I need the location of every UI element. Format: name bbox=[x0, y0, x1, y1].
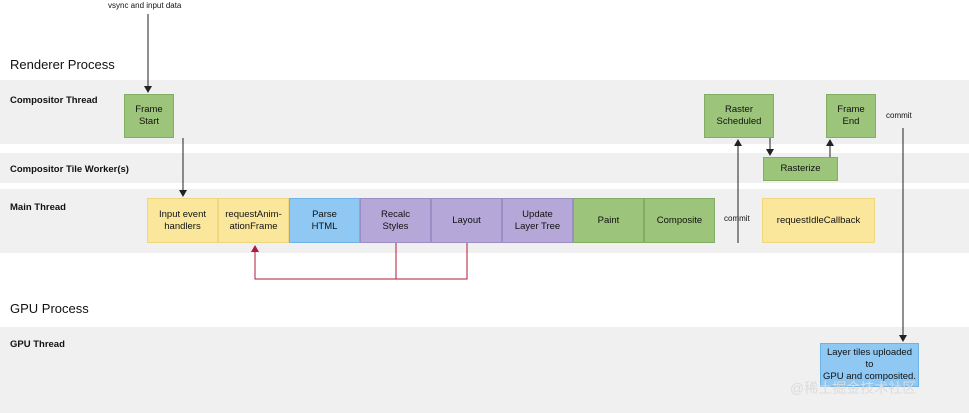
main-thread-label: Main Thread bbox=[10, 202, 66, 213]
frame-start-box: Frame Start bbox=[124, 94, 174, 138]
rasterize-box: Rasterize bbox=[763, 157, 838, 181]
vsync-note: vsync and input data bbox=[108, 1, 182, 10]
paint-box: Paint bbox=[573, 198, 644, 243]
parse-html-box: Parse HTML bbox=[289, 198, 360, 243]
gpu-thread-label: GPU Thread bbox=[10, 339, 65, 350]
input-event-handlers-box: Input event handlers bbox=[147, 198, 218, 243]
renderer-process-title: Renderer Process bbox=[10, 57, 115, 72]
request-animation-frame-box: requestAnim- ationFrame bbox=[218, 198, 289, 243]
layout-box: Layout bbox=[431, 198, 502, 243]
raster-scheduled-box: Raster Scheduled bbox=[704, 94, 774, 138]
tile-worker-label: Compositor Tile Worker(s) bbox=[10, 164, 129, 175]
commit-note-mid: commit bbox=[724, 214, 750, 223]
gpu-thread-band bbox=[0, 327, 969, 413]
request-idle-callback-box: requestIdleCallback bbox=[762, 198, 875, 243]
compositor-thread-label: Compositor Thread bbox=[10, 95, 98, 106]
gpu-process-title: GPU Process bbox=[10, 301, 89, 316]
watermark: @稀土掘金技术社区 bbox=[790, 380, 917, 396]
commit-note-top: commit bbox=[886, 111, 912, 120]
update-layer-tree-box: Update Layer Tree bbox=[502, 198, 573, 243]
frame-end-box: Frame End bbox=[826, 94, 876, 138]
gpu-upload-box: Layer tiles uploaded to GPU and composit… bbox=[820, 343, 919, 387]
composite-box: Composite bbox=[644, 198, 715, 243]
recalc-styles-box: Recalc Styles bbox=[360, 198, 431, 243]
